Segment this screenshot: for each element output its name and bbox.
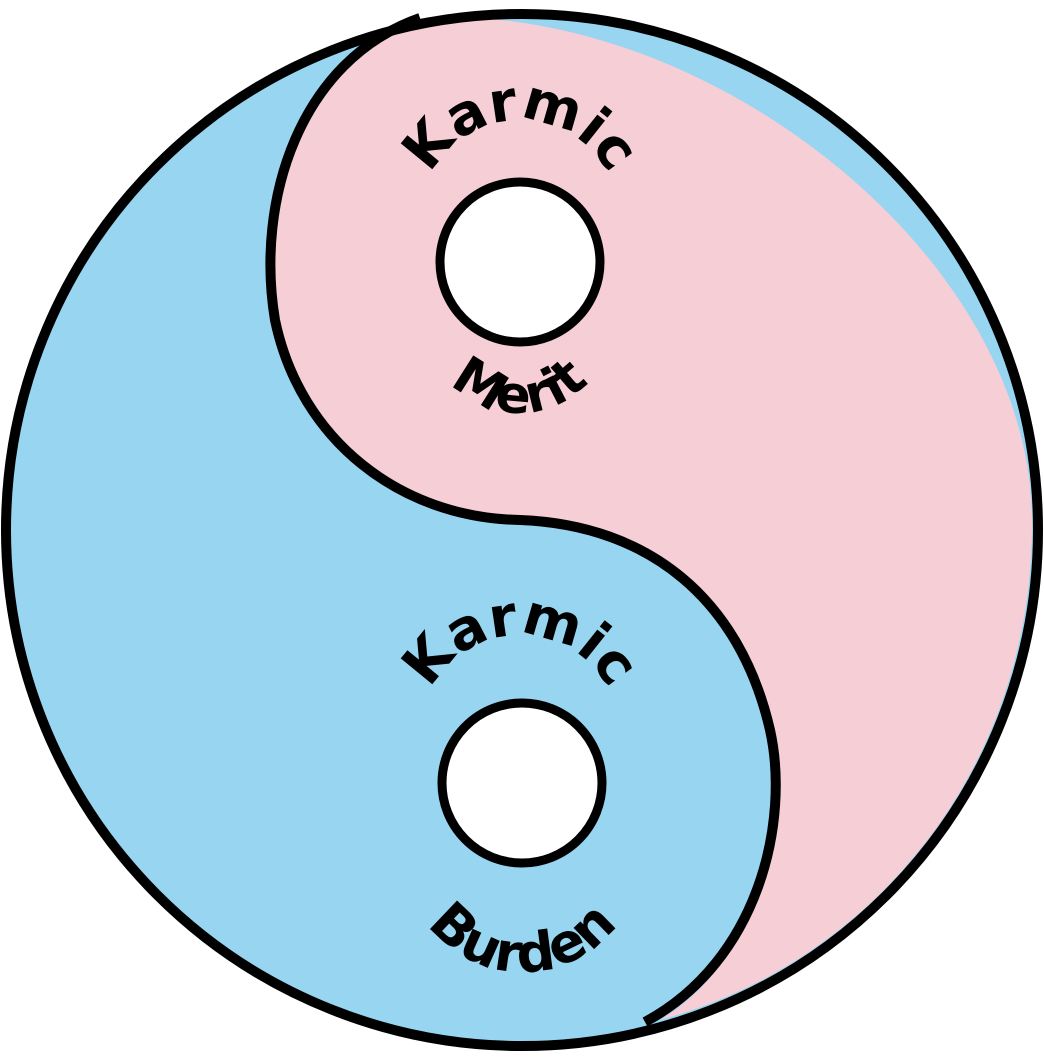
divider-curve <box>265 13 781 1027</box>
outer-ring <box>1 9 1043 1051</box>
merit-eye <box>435 177 605 347</box>
burden-eye <box>437 698 607 868</box>
